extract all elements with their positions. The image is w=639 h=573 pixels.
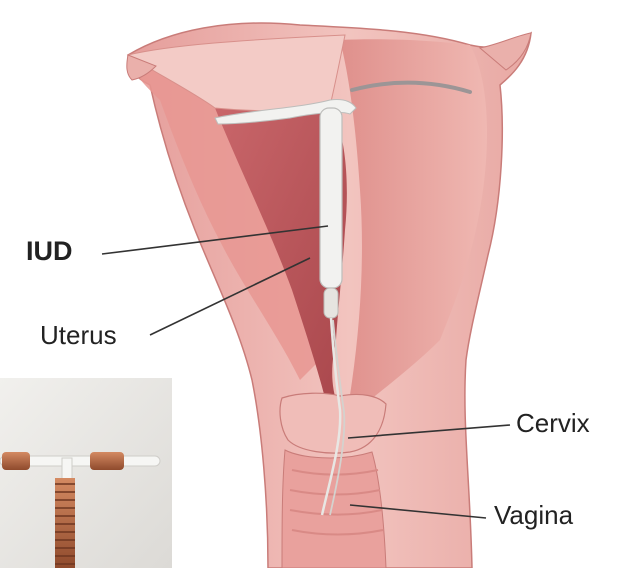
cervix-label: Cervix bbox=[516, 410, 590, 436]
iud-label: IUD bbox=[26, 238, 73, 265]
copper-coil bbox=[55, 478, 75, 568]
copper-iud-photo bbox=[0, 378, 172, 568]
vagina-label: Vagina bbox=[494, 502, 573, 528]
uterus-label: Uterus bbox=[40, 322, 117, 348]
